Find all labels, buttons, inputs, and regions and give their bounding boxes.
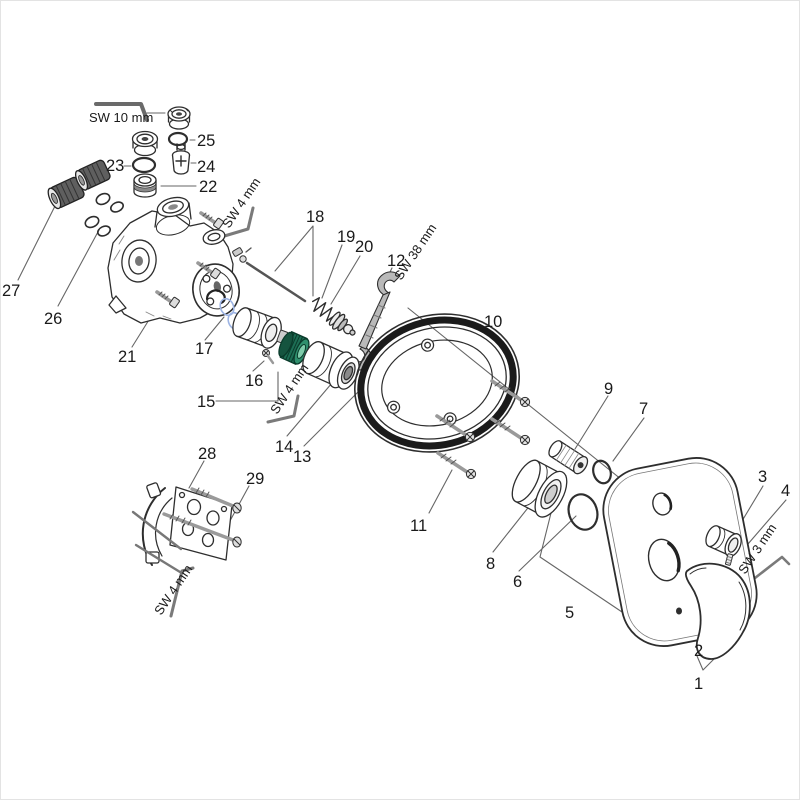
check-valve-24 [171,143,191,175]
part-label-7: 7 [639,400,648,418]
set-screw-4 [725,553,734,566]
part-label-1: 1 [694,675,703,693]
screw [162,512,242,548]
allen-key-sw4-mid-icon [266,394,300,424]
screw [436,451,477,480]
part-label-11: 11 [410,517,427,535]
o-rings-26 [84,192,124,237]
sleeve-14 [302,341,360,390]
o-ring-6 [567,493,599,531]
plug-cap-top [167,106,191,130]
mounting-ring-10 [354,313,520,453]
part-label-20: 20 [355,238,373,256]
part-label-14: 14 [275,438,293,456]
part-label-21: 21 [118,348,136,366]
allen-key-sw3-icon [753,555,791,580]
screw [490,379,531,408]
o-ring-25 [167,131,189,147]
o-ring-23 [131,156,157,174]
leader-8 [492,503,532,553]
fixing-screw-21 [155,290,180,309]
bushing-22 [133,173,157,198]
sleeve-8 [511,459,568,518]
knurled-plug-27a [47,176,85,210]
leader-13 [303,388,362,447]
leader-28 [188,460,205,489]
leader-15 [215,371,279,402]
leader-11 [428,469,453,514]
leader-16 [252,360,265,372]
part-label-26: 26 [44,310,62,328]
part-label-15: 15 [197,393,215,411]
part-label-13: 13 [293,448,311,466]
plate-small-hole [652,492,673,516]
diverter-knob-3 [705,525,742,558]
mounting-bracket-28 [131,482,233,574]
knurled-plug-27b [74,159,111,191]
handle-screw-2 [676,607,682,615]
mounting-screws-11 [435,379,531,480]
leader-5 [539,512,629,617]
green-adapter-ring [278,331,310,365]
leader-20 [330,255,361,305]
body-screw-a [199,211,224,230]
allen-key-sw4-bottom-icon [169,566,195,618]
leader-7 [612,417,645,462]
stem-rod-18 [232,247,307,303]
part-label-27: 27 [2,282,20,300]
leader-26 [57,229,100,307]
part-label-23: 23 [106,157,124,175]
extension-9 [548,440,589,475]
screw [190,487,242,514]
part-label-17: 17 [195,340,213,358]
part-label-4: 4 [781,482,790,500]
part-label-3: 3 [758,468,767,486]
screw [435,414,476,443]
valve-body [107,196,240,324]
o-ring-7 [592,459,612,485]
retaining-clip-17 [205,289,226,305]
leader-19 [321,244,343,299]
part-label-19: 19 [337,228,355,246]
part-label-6: 6 [513,573,522,591]
part-label-8: 8 [486,555,495,573]
leader-6 [518,515,577,572]
part-label-25: 25 [197,132,215,150]
bracket-screws-29 [162,487,242,548]
plate-large-hole [647,538,681,582]
screw-16 [262,349,275,365]
leader-9 [574,395,609,450]
part-label-9: 9 [604,380,613,398]
leader-27 [17,197,60,281]
part-label-24: 24 [197,158,215,176]
allen-key-sw10-icon [94,102,149,122]
cartridge-15 [232,307,289,349]
tool-label-sw4-top: SW 4 mm [219,175,263,231]
leader-17 [204,316,225,341]
ring-boss [386,338,457,426]
part-number-labels: 1 2 3 4 5 6 7 8 9 10 11 12 13 14 15 16 1… [2,132,790,693]
diverter-assembly-19-20 [311,297,356,336]
tool-label-sw4-mid: SW 4 mm [267,361,311,417]
part-label-2: 2 [694,642,703,660]
part-label-5: 5 [565,604,574,622]
part-label-22: 22 [199,178,217,196]
lever-handle-1 [684,562,751,660]
part-label-29: 29 [246,470,264,488]
allen-key-sw4-top-icon [219,206,255,239]
part-label-18: 18 [306,208,324,226]
part-label-12: 12 [387,252,405,270]
leader-18 [274,225,314,297]
tool-label-sw10: SW 10 mm [89,110,153,125]
plug-cap-23 [131,130,159,157]
part-label-10: 10 [484,313,502,331]
part-label-16: 16 [245,372,263,390]
screw [490,417,531,446]
part-label-28: 28 [198,445,216,463]
body-screw-b [196,261,221,280]
leader-14 [286,382,333,437]
